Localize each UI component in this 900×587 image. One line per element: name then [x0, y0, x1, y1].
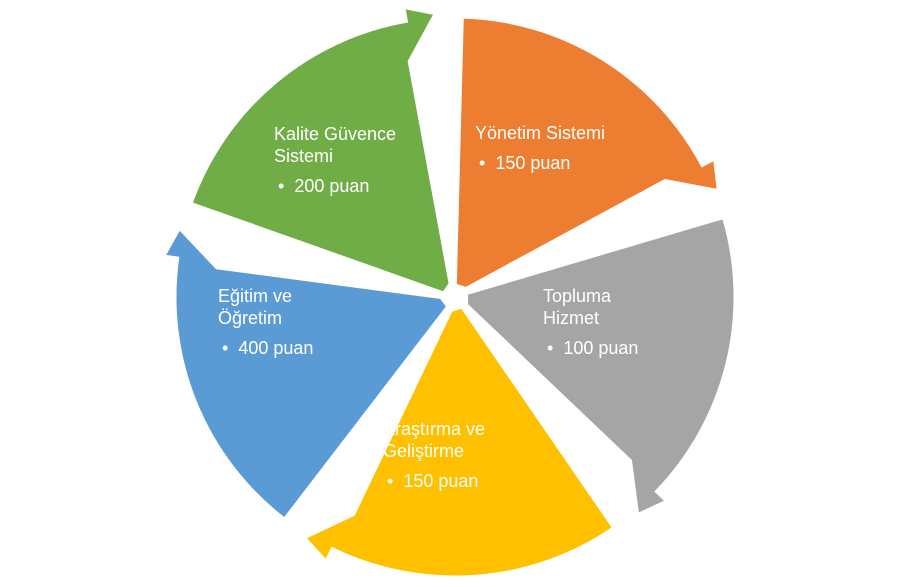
segment-label-topluma: Topluma Hizmet 100 puan — [543, 285, 653, 359]
segment-label-arastirma: Araştırma ve Geliştirme 150 puan — [383, 418, 513, 492]
segment-points: 200 puan — [274, 175, 424, 197]
segment-points: 150 puan — [383, 470, 513, 492]
segment-label-yonetim: Yönetim Sistemi 150 puan — [475, 122, 675, 174]
segment-title: Kalite Güvence Sistemi — [274, 124, 397, 166]
cycle-segment-2 — [464, 215, 737, 517]
segment-title: Eğitim ve Öğretim — [218, 286, 293, 328]
segment-points: 400 puan — [218, 337, 318, 359]
cycle-segment-5 — [189, 5, 452, 295]
segment-title: Araştırma ve Geliştirme — [383, 419, 486, 461]
segment-label-kalite: Kalite Güvence Sistemi 200 puan — [274, 123, 424, 197]
cycle-segment-4 — [161, 225, 450, 522]
segment-points: 150 puan — [475, 152, 675, 174]
segment-title: Yönetim Sistemi — [475, 123, 606, 143]
segment-title: Topluma Hizmet — [543, 286, 612, 328]
segment-points: 100 puan — [543, 337, 653, 359]
cycle-segment-3 — [302, 305, 616, 579]
segment-label-egitim: Eğitim ve Öğretim 400 puan — [218, 285, 318, 359]
